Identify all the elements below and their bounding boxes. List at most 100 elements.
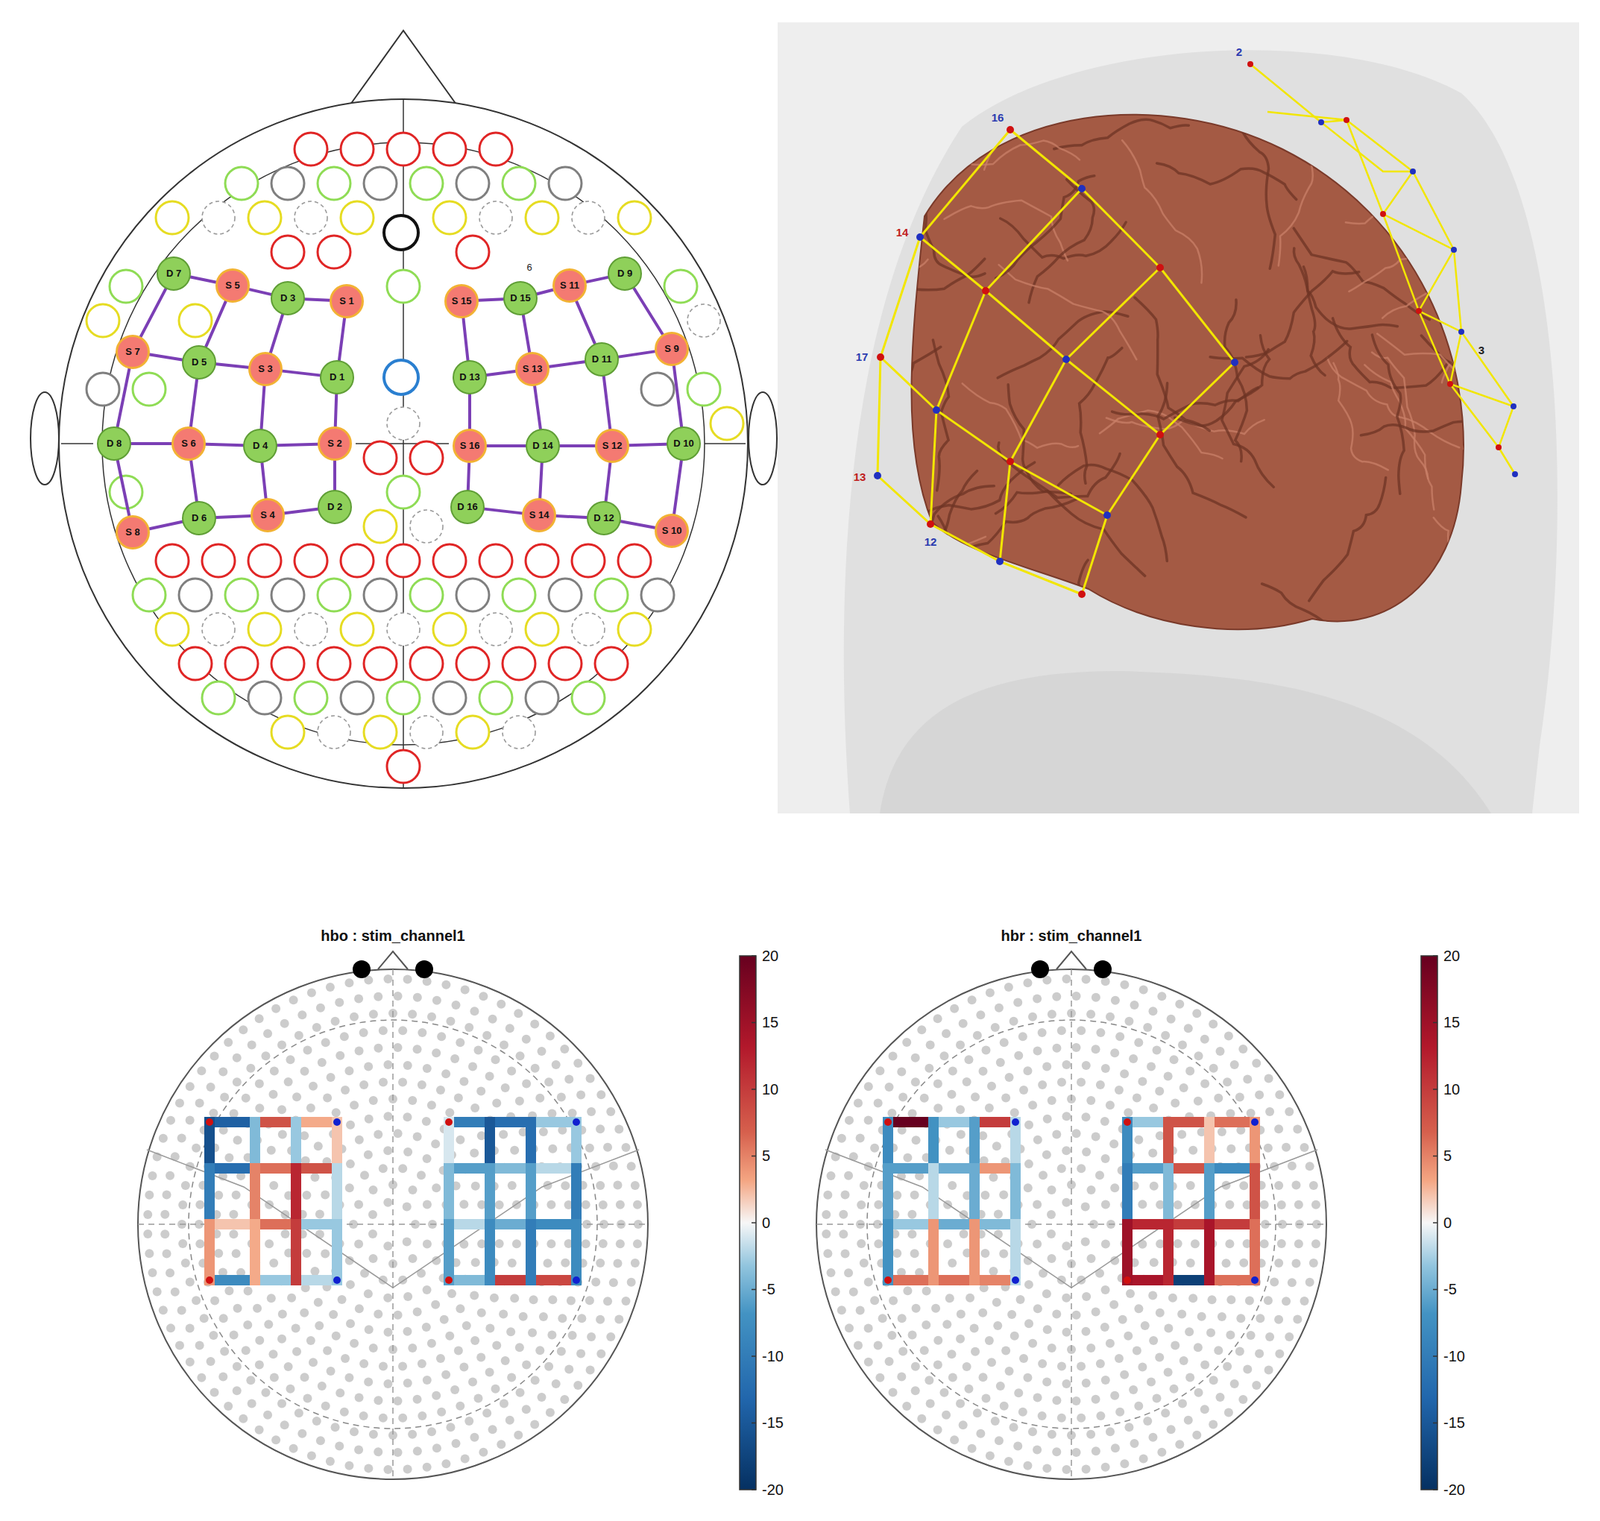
electrode-position	[271, 647, 305, 680]
sensor-dot	[345, 1159, 355, 1169]
sensor-dot	[1221, 1258, 1231, 1268]
sensor-dot	[1123, 1107, 1133, 1117]
sensor-dot	[1042, 1289, 1052, 1299]
optode-label: D 8	[106, 438, 122, 449]
optode-label: D 6	[191, 512, 207, 524]
channel-segment	[1168, 1116, 1210, 1128]
sensor-dot	[1105, 1427, 1115, 1436]
sensor-dot	[939, 1051, 949, 1061]
electrode-position	[363, 578, 397, 612]
sensor-dot	[1081, 1464, 1091, 1474]
optode-dot	[1251, 1276, 1259, 1284]
sensor-dot	[321, 1037, 331, 1047]
sensor-dot	[229, 1108, 239, 1118]
brain-render	[777, 0, 1580, 814]
sensor-dot	[152, 1286, 162, 1296]
channel-segment	[254, 1163, 296, 1174]
electrode-position	[109, 269, 143, 303]
channel-segment	[331, 1122, 343, 1169]
sensor-dot	[378, 1025, 388, 1035]
sensor-dot	[1245, 1296, 1255, 1306]
sensor-dot	[354, 1200, 364, 1210]
optode-channel	[190, 379, 197, 427]
sensor-dot	[612, 1258, 622, 1268]
channel-segment	[448, 1219, 490, 1230]
head-outline	[816, 969, 1327, 1480]
sensor-dot	[335, 1388, 345, 1398]
grid-line	[999, 561, 1082, 595]
sensor-dot	[1095, 1080, 1105, 1090]
source-optode: S 12	[594, 428, 630, 464]
sensor-dot	[294, 1408, 304, 1418]
sensor-dot	[856, 1239, 866, 1249]
channel-segment	[209, 1274, 255, 1286]
nose-outline	[350, 30, 457, 105]
sensor-dot	[1230, 1379, 1240, 1389]
sensor-dot	[993, 1229, 1003, 1239]
colorbar-tick-label: 10	[761, 1081, 779, 1099]
electrode-position	[178, 304, 212, 337]
sensor-dot	[941, 1028, 951, 1038]
sensor-dot	[413, 993, 422, 1003]
sensor-dot	[1061, 1327, 1071, 1337]
grid-line	[1321, 122, 1514, 407]
sensor-dot	[1024, 1159, 1034, 1169]
sensor-dot	[383, 1379, 393, 1389]
sensor-dot	[544, 1077, 554, 1087]
optode-dot	[1078, 184, 1086, 193]
sensor-dot	[1105, 1100, 1115, 1110]
optode-label: D 5	[191, 357, 207, 368]
sensor-dot	[354, 1135, 364, 1145]
electrode-position	[225, 167, 258, 200]
sensor-dot	[264, 1239, 274, 1249]
channel-segment	[1122, 1168, 1133, 1225]
optode-label: D 1	[329, 372, 345, 383]
sensor-dot	[1091, 1307, 1101, 1317]
sensor-dot	[471, 1181, 481, 1191]
sensor-dot	[325, 982, 335, 992]
sensor-dot	[1095, 1359, 1105, 1369]
optode-channel	[117, 369, 130, 428]
sensor-dot	[317, 1057, 327, 1067]
electrode-position	[687, 372, 721, 406]
brain-sulcus	[1360, 419, 1501, 436]
channel-segment	[525, 1168, 537, 1225]
channel-segment	[974, 1219, 1016, 1230]
sensor-dot	[627, 1277, 636, 1287]
sensor-dot	[459, 1239, 469, 1249]
brain-sulcus	[1348, 234, 1480, 292]
sensor-dot	[911, 1304, 921, 1313]
sensor-dot	[1148, 1432, 1158, 1442]
sensor-dot	[1163, 1324, 1173, 1334]
electrode-position	[548, 167, 582, 200]
sensor-dot	[210, 1051, 220, 1061]
sensor-dot	[1255, 1313, 1265, 1323]
sensor-dot	[1101, 1200, 1111, 1210]
sensor-dot	[902, 1401, 912, 1411]
sensor-dot	[185, 1115, 195, 1125]
sensor-dot	[911, 1362, 921, 1372]
sensor-dot	[363, 1463, 373, 1473]
face-surface	[879, 671, 1492, 814]
callout-number: 3	[1478, 343, 1485, 357]
sensor-dot	[560, 1180, 570, 1190]
sensor-dot	[978, 1308, 988, 1318]
sensor-dot	[1213, 1345, 1223, 1355]
sensor-dot	[978, 1131, 988, 1140]
sensor-dot	[1137, 1362, 1147, 1372]
sensor-dot	[1086, 1430, 1096, 1439]
detector-optode: D 7	[156, 256, 191, 291]
sensor-dot	[1193, 1342, 1203, 1352]
sensor-dot	[378, 1362, 388, 1372]
sensor-dot	[614, 1125, 624, 1135]
sensor-dot	[1024, 1318, 1034, 1328]
sensor-dot	[243, 1320, 253, 1330]
electrode-position	[363, 715, 397, 749]
electrode-position	[687, 304, 721, 337]
optode-grid	[873, 61, 1518, 598]
grid-line	[1250, 64, 1516, 475]
sensor-dot	[896, 1067, 906, 1077]
colorbar-tick	[751, 1022, 757, 1024]
sensor-dot	[223, 1401, 233, 1411]
optode-dot	[1512, 471, 1518, 478]
